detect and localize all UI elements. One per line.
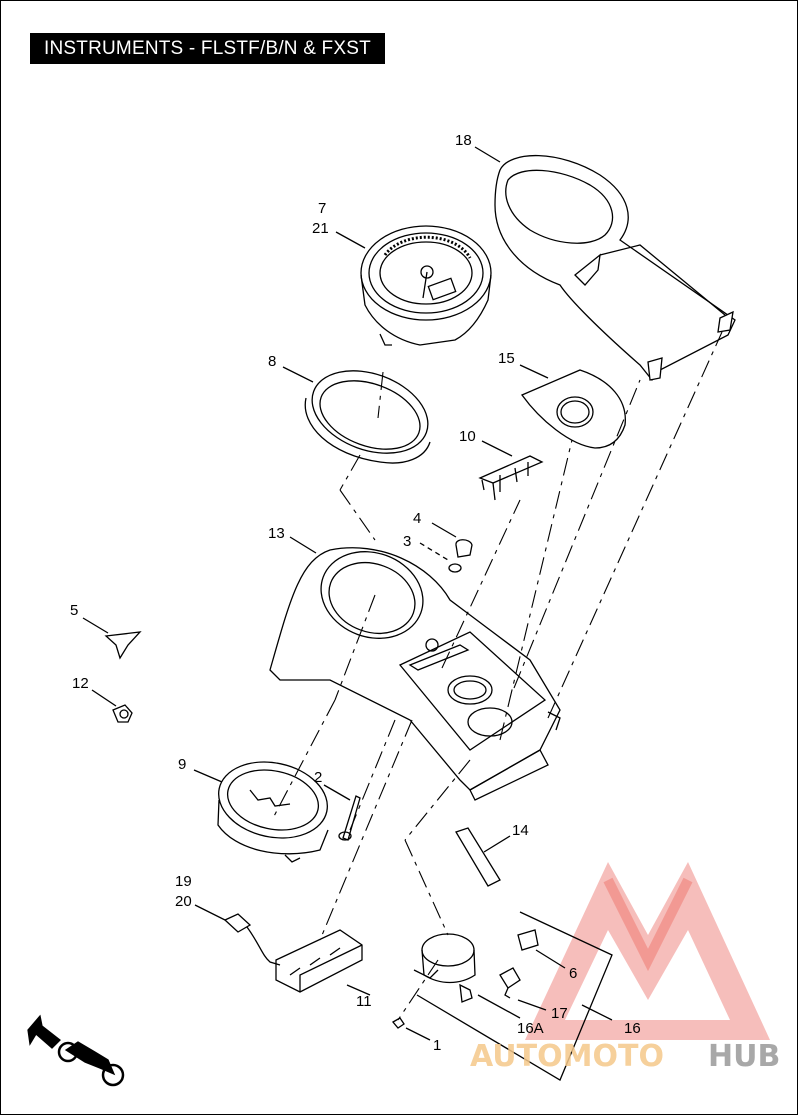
callout-21: 21 [312,220,329,237]
callout-2: 2 [314,769,322,786]
front-direction-arrow-icon [27,1014,61,1049]
watermark-part1: AUTOMOTO [470,1039,664,1074]
callout-6: 6 [569,965,577,982]
callout-16: 16 [624,1020,641,1037]
part-16-group-bracket [416,911,613,1081]
callout-1: 1 [433,1037,441,1054]
callout-10: 10 [459,428,476,445]
part-16-ignition-switch [413,933,476,1003]
callout-4: 4 [413,510,421,527]
part-5-clip [104,631,142,660]
part-18-console-gasket [494,154,736,382]
part-7-speedometer [360,225,492,346]
callout-19: 19 [175,873,192,890]
callout-11: 11 [356,993,372,1010]
callout-7: 7 [318,200,326,217]
part-8-trim-ring [304,370,431,464]
part-13-console [269,547,561,801]
callout-15: 15 [498,350,515,367]
callout-8: 8 [268,353,276,370]
part-14-indicator-lens [455,827,501,887]
assembly-lines [271,331,723,1021]
part-11-switch-module [275,929,363,993]
part-3-washer [448,563,462,573]
part-19-20-wire-harness [223,913,281,966]
part-10-bracket [478,455,544,501]
callout-13: 13 [268,525,285,542]
callout-18: 18 [455,132,472,149]
part-15-switch-bezel [520,369,626,449]
callout-20: 20 [175,893,192,910]
callout-5: 5 [70,602,78,619]
callout-17: 17 [551,1005,568,1022]
motorcycle-icon [57,1041,125,1087]
part-17-key [499,967,521,999]
callout-14: 14 [512,822,529,839]
callout-9: 9 [178,756,186,773]
watermark-part2: HUB [708,1039,780,1074]
callout-12: 12 [72,675,89,692]
watermark-text: AUTOMOTO HUB [470,1039,780,1074]
page-title: INSTRUMENTS - FLSTF/B/N & FXST [30,33,385,64]
callout-16a: 16A [517,1020,544,1037]
callout-3: 3 [403,533,411,550]
part-1-screw [392,1017,405,1029]
part-4-plug [455,539,473,558]
part-6-key [517,929,539,951]
part-2-screw [338,795,361,841]
part-12-wire-clip [112,704,133,723]
